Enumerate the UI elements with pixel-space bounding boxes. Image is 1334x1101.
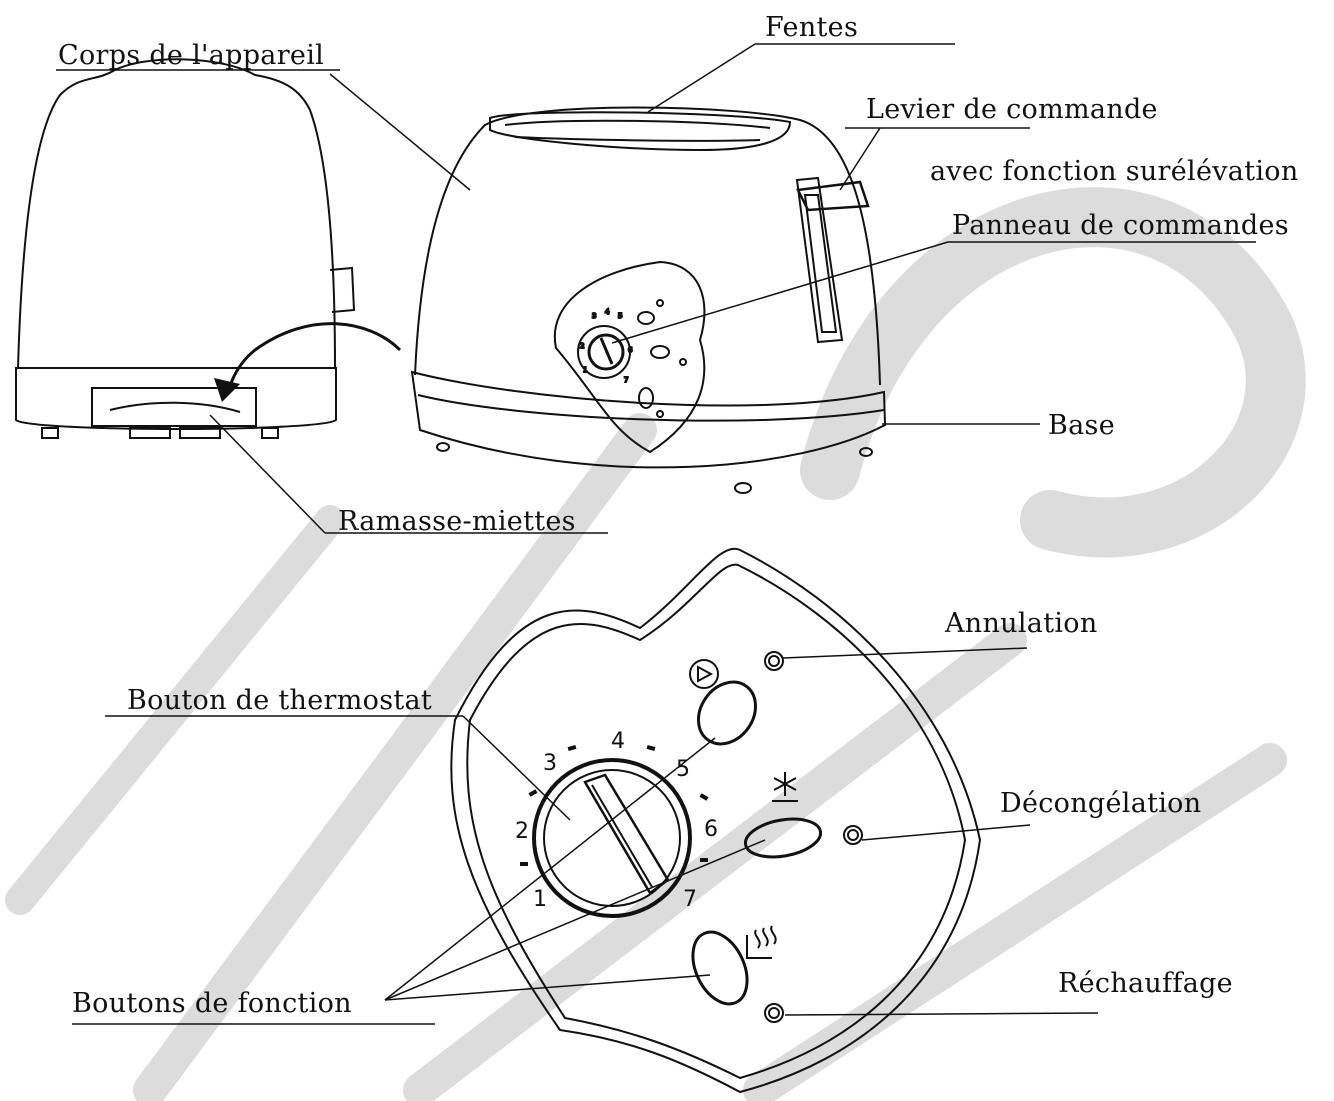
dial-number: 2: [515, 819, 529, 844]
dial-number: 6: [704, 817, 718, 842]
label-decongelation: Décongélation: [1000, 788, 1202, 819]
label-ramasse: Ramasse-miettes: [338, 506, 576, 537]
dial-number: 1: [533, 887, 547, 912]
label-base: Base: [1048, 410, 1115, 441]
label-rechauffage: Réchauffage: [1058, 968, 1233, 999]
reheat-indicator-light: [764, 1003, 784, 1023]
label-surelevation: avec fonction surélévation: [930, 156, 1299, 187]
label-fentes: Fentes: [765, 12, 859, 43]
label-annulation: Annulation: [945, 608, 1098, 639]
svg-text:6: 6: [628, 346, 633, 354]
defrost-button[interactable]: [742, 814, 823, 863]
crumb-tray-arrow-icon: [226, 322, 402, 393]
control-panel-detail: [450, 547, 982, 1094]
dial-numbers: 1 2 3 4 5 6 7: [515, 729, 718, 912]
defrost-indicator-light: [843, 825, 863, 845]
thermostat-knob: [583, 773, 670, 895]
cancel-button[interactable]: [687, 671, 767, 755]
cancel-icon: [689, 659, 719, 689]
toaster-front-view: 3 4 5 2 6 1 7: [410, 106, 887, 494]
dial-number: 4: [611, 729, 625, 754]
svg-text:5: 5: [618, 312, 622, 320]
dial-number: 3: [543, 751, 557, 776]
toaster-side-view: [15, 58, 402, 439]
svg-text:1: 1: [583, 366, 587, 374]
label-panneau: Panneau de commandes: [952, 210, 1289, 241]
leader-lines: [56, 43, 1256, 1025]
reheat-button[interactable]: [682, 923, 758, 1012]
svg-text:2: 2: [580, 342, 584, 350]
thermostat-dial: [532, 758, 692, 918]
label-thermostat: Bouton de thermostat: [127, 685, 433, 716]
reheat-wave-icon: [746, 925, 777, 959]
defrost-snowflake-icon: [772, 772, 798, 802]
svg-text:4: 4: [605, 308, 610, 316]
label-levier: Levier de commande: [866, 94, 1158, 125]
cancel-indicator-light: [764, 651, 784, 671]
svg-text:7: 7: [624, 376, 628, 384]
watermark: [5, 187, 1306, 1101]
svg-text:3: 3: [592, 312, 596, 320]
label-corps: Corps de l'appareil: [58, 40, 325, 71]
label-fonction: Boutons de fonction: [72, 988, 352, 1019]
dial-number: 5: [676, 757, 690, 782]
dial-number: 7: [683, 887, 697, 912]
